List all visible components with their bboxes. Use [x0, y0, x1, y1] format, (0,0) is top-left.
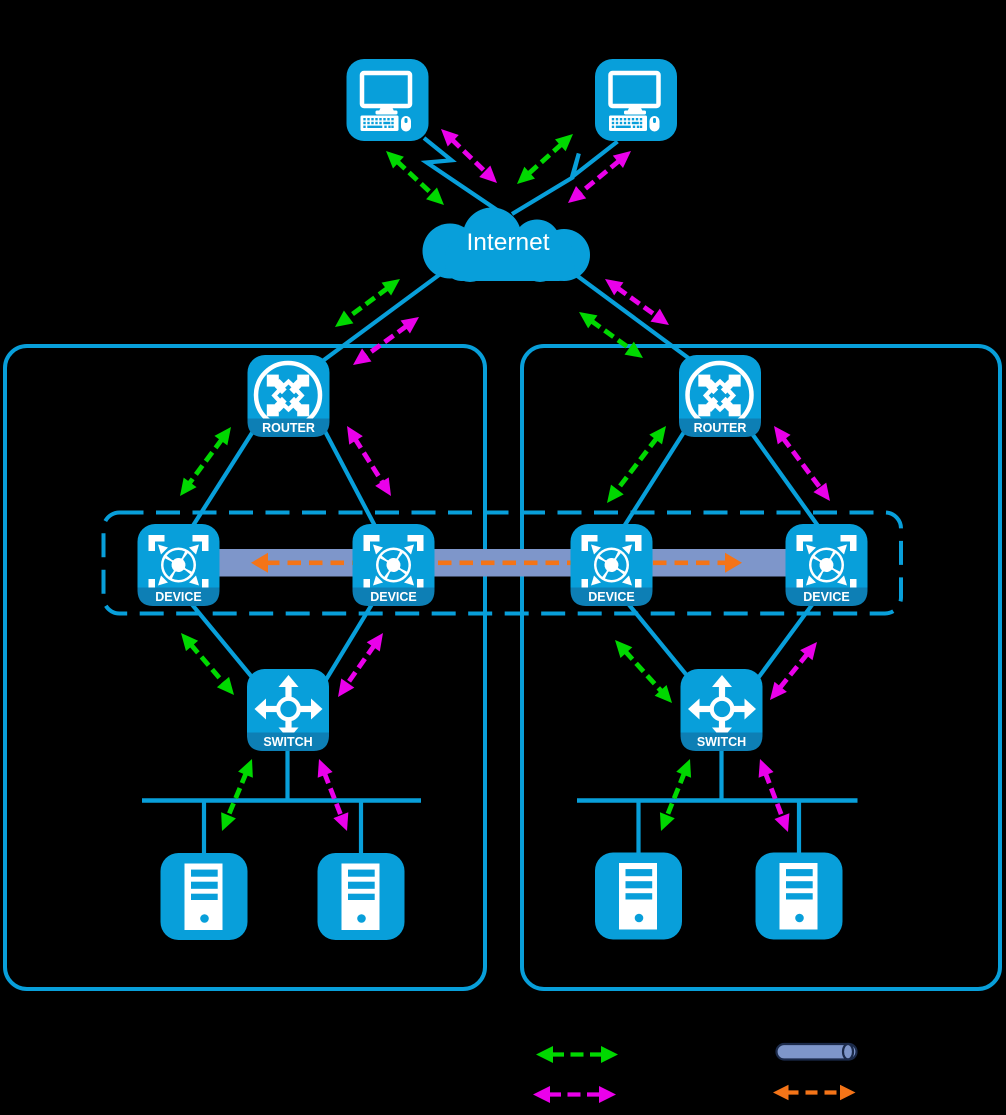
svg-text:Internet: Internet [466, 229, 549, 256]
